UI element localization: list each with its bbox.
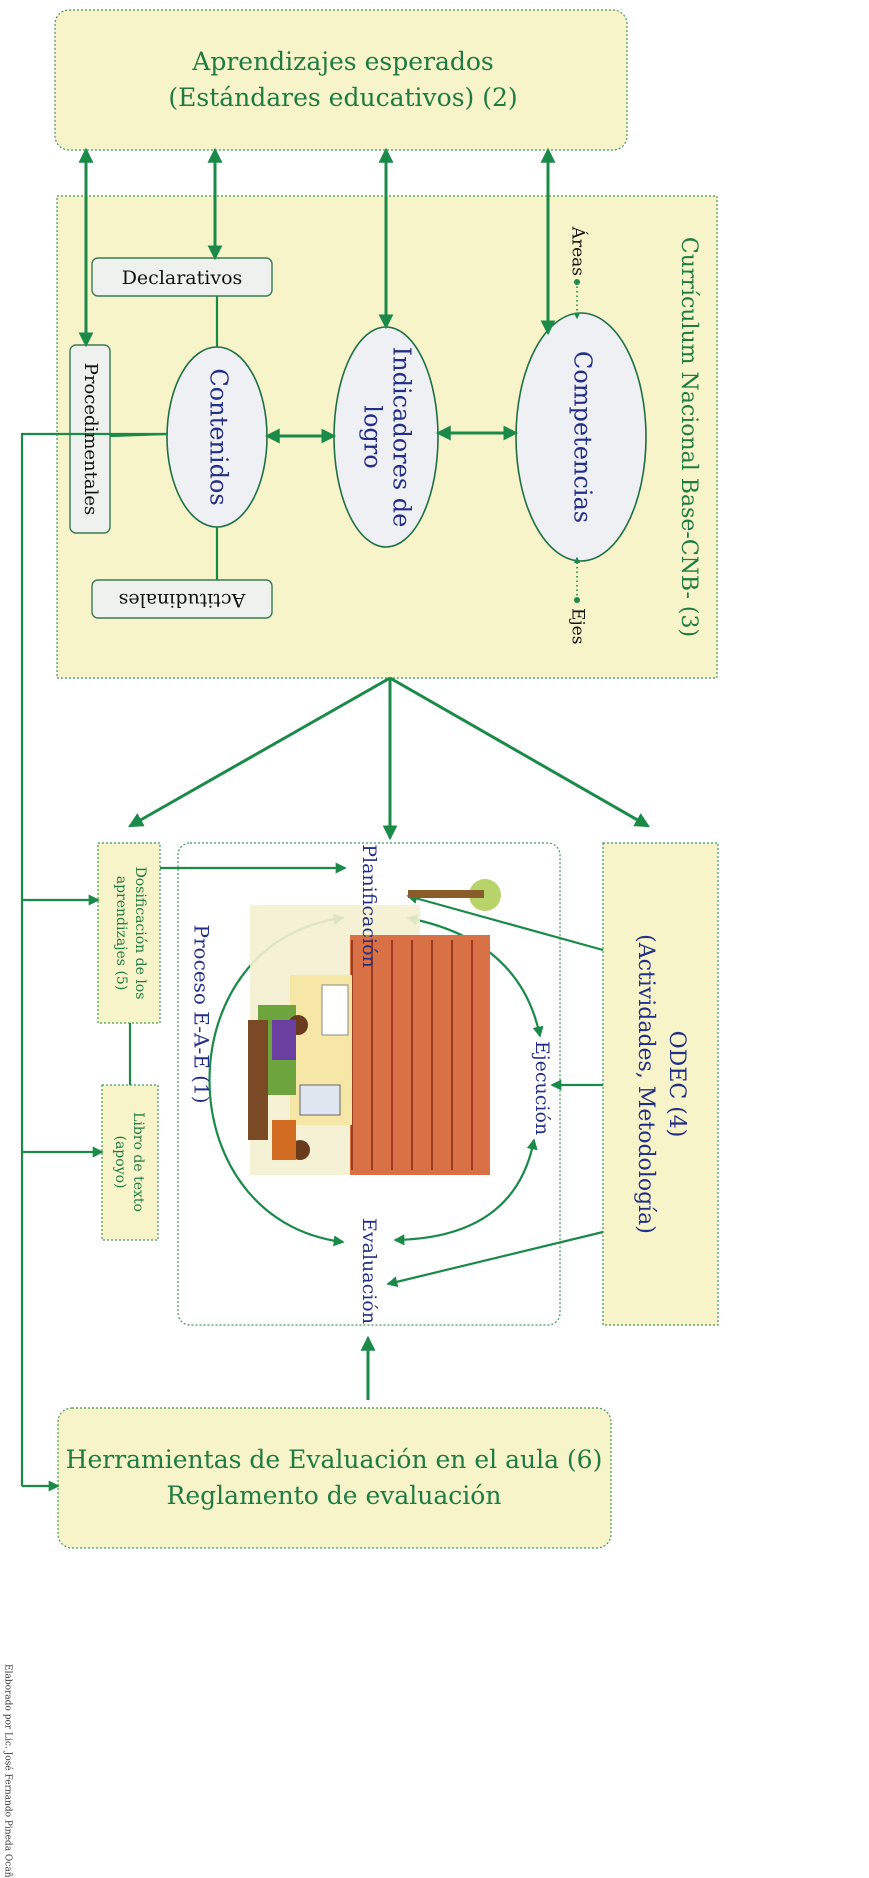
- odec-box: [602, 842, 719, 1326]
- indicadores-label-line1: Indicadores de: [388, 347, 416, 528]
- herramientas-box: [57, 1407, 612, 1549]
- ejecucion-label: Ejecución: [531, 1041, 553, 1135]
- libro-box: [101, 1084, 159, 1241]
- credit-text: Elaborado por Lic. José Fernando Pineda …: [3, 1664, 14, 1878]
- contenidos-label: Contenidos: [205, 368, 233, 505]
- planificacion-label: Planificación: [358, 844, 380, 968]
- cycle-arrow-planificacion-ejecucion: [406, 914, 544, 1038]
- declarativos-label: Declarativos: [122, 267, 243, 289]
- herramientas-subtitle: Reglamento de evaluación: [167, 1481, 502, 1510]
- actitudinales-pill: [91, 579, 273, 619]
- cycle-arrow-ejecucion-evaluacion: [393, 1138, 538, 1246]
- aprendizajes-subtitle: (Estándares educativos) (2): [168, 83, 517, 112]
- arrow-cnb-dosificacion: [128, 676, 391, 828]
- libro-line2: (apoyo): [112, 1136, 128, 1189]
- ejes-dot: [574, 597, 580, 603]
- odec-title: ODEC (4): [664, 1031, 689, 1138]
- areas-label: Áreas: [568, 226, 589, 276]
- dosificacion-line2: aprendizajes (5): [113, 876, 129, 991]
- dosificacion-line1: Dosificación de los: [132, 867, 148, 1000]
- aprendizajes-title: Aprendizajes esperados: [191, 47, 493, 76]
- curriculum-title: Currículum Nacional Base-CNB- (3): [676, 237, 701, 637]
- proceso-title: Proceso E-A-E (1): [190, 925, 214, 1104]
- aprendizajes-box: [54, 9, 628, 151]
- arrow-cnb-odec: [389, 676, 650, 828]
- actitudinales-label: Actitudinales: [119, 589, 247, 611]
- arrow-odec-evaluacion: [386, 1230, 604, 1288]
- evaluacion-label: Evaluación: [358, 1218, 380, 1324]
- odec-subtitle: (Actividades, Metodología): [633, 934, 658, 1234]
- herramientas-title: Herramientas de Evaluación en el aula (6…: [66, 1445, 603, 1474]
- school-illustration: [248, 879, 501, 1175]
- feed-line: [20, 432, 168, 1486]
- libro-line1: Libro de texto: [130, 1112, 146, 1212]
- ejes-label: Ejes: [568, 608, 588, 644]
- procedimentales-label: Procedimentales: [80, 363, 101, 516]
- areas-dot: [574, 279, 580, 285]
- competencias-label: Competencias: [569, 351, 597, 523]
- indicadores-label-line2: logro: [359, 405, 387, 468]
